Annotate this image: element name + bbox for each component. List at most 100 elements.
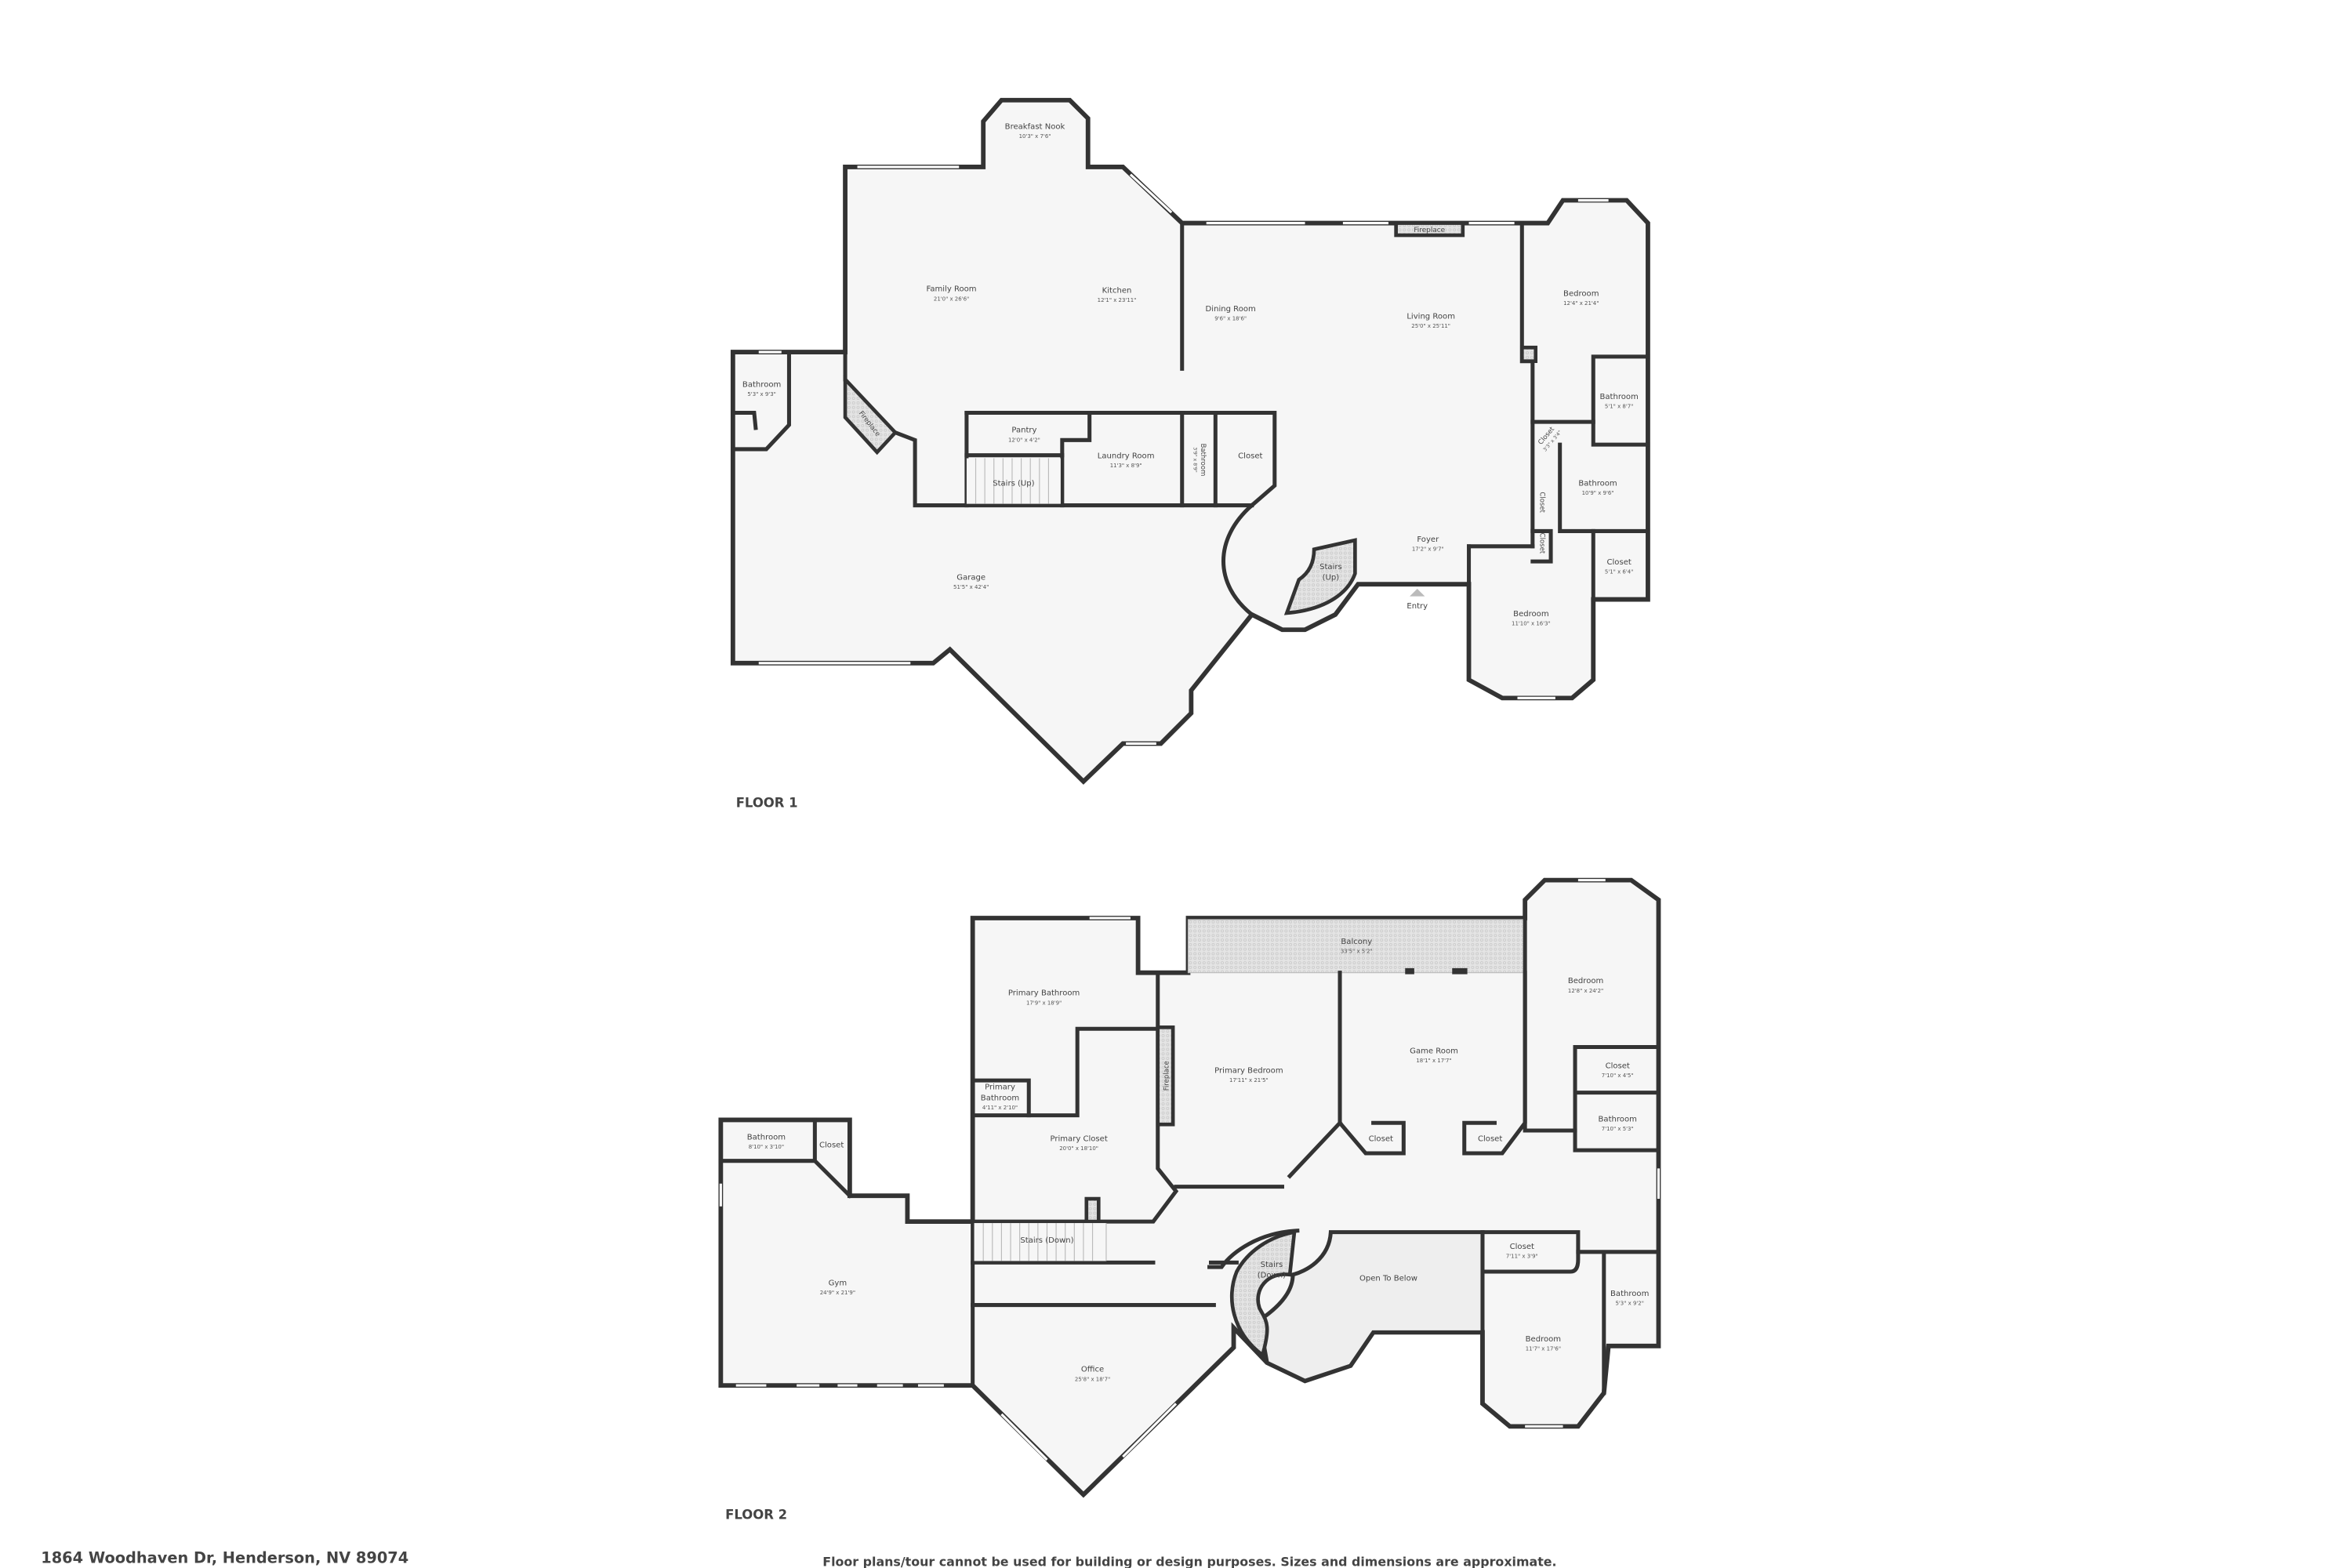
room-dims: 5'1" x 6'4" bbox=[1605, 569, 1633, 575]
room-dims: 12'0" x 4'2" bbox=[1008, 437, 1040, 443]
room-name: Foyer bbox=[1417, 535, 1439, 544]
room-name: Bathroom bbox=[1610, 1290, 1649, 1298]
room-name: Closet bbox=[1510, 1243, 1534, 1251]
fireplace-label: Fireplace bbox=[1163, 1061, 1171, 1091]
room-dims: 17'2" x 9'7" bbox=[1412, 546, 1444, 553]
room-dims: 11'10" x 16'3" bbox=[1512, 620, 1551, 626]
room-dims: 12'4" x 21'4" bbox=[1563, 300, 1599, 307]
room-dims: 3'9" x 8'9" bbox=[1192, 447, 1197, 473]
room-dims: 12'8" x 24'2" bbox=[1568, 988, 1603, 994]
room-dims: 17'11" x 21'5" bbox=[1229, 1077, 1269, 1083]
room-name: Primary Bedroom bbox=[1214, 1066, 1283, 1075]
windows bbox=[758, 165, 1609, 745]
room-dims: 8'10" x 3'10" bbox=[749, 1144, 784, 1150]
room-name: Bedroom bbox=[1513, 610, 1548, 619]
room-name: Closet bbox=[1538, 492, 1546, 513]
room-name: Closet bbox=[1478, 1135, 1502, 1144]
fireplace-family-hatch bbox=[843, 375, 898, 456]
room-name: Stairs bbox=[1319, 563, 1342, 572]
room-dims: 9'6" x 18'6" bbox=[1214, 315, 1247, 321]
room-name: Game Room bbox=[1410, 1047, 1458, 1055]
balcony-hatch bbox=[1187, 919, 1524, 974]
room-name: Closet bbox=[1538, 533, 1546, 554]
floor-1-label: FLOOR 1 bbox=[736, 796, 798, 811]
room-name: Bathroom bbox=[747, 1134, 786, 1142]
windows bbox=[719, 879, 1661, 1461]
room-dims: 21'0" x 26'6" bbox=[934, 296, 969, 302]
room-dims: 5'1" x 8'7" bbox=[1605, 404, 1633, 410]
room-dims: 25'0" x 25'11" bbox=[1411, 323, 1450, 329]
room-name: Bathroom bbox=[1599, 393, 1638, 401]
room-name: Open To Below bbox=[1359, 1275, 1417, 1283]
floor-2-label: FLOOR 2 bbox=[725, 1507, 787, 1522]
room-name: Closet bbox=[1606, 1062, 1630, 1071]
room-name: Office bbox=[1081, 1366, 1104, 1374]
room-name: Stairs bbox=[1261, 1261, 1283, 1269]
room-name: Closet bbox=[1607, 558, 1632, 567]
room-name: Primary Bathroom bbox=[1008, 989, 1080, 998]
entry-label: Entry bbox=[1406, 602, 1428, 611]
room-name: Stairs (Up) bbox=[993, 479, 1034, 488]
room-name: Bathroom bbox=[742, 381, 781, 390]
room-dims: 24'9" x 21'9" bbox=[820, 1290, 855, 1296]
room-dims: 11'7" x 17'6" bbox=[1526, 1346, 1561, 1352]
room-name: Laundry Room bbox=[1098, 452, 1155, 461]
room-name: Closet bbox=[1238, 452, 1262, 461]
room-name: Bathroom bbox=[1199, 444, 1207, 477]
room-name: (Down) bbox=[1258, 1272, 1286, 1280]
room-name: (Up) bbox=[1323, 573, 1340, 582]
entry-icon bbox=[1410, 588, 1425, 597]
room-name: Bathroom bbox=[981, 1094, 1019, 1102]
room-name: Bedroom bbox=[1526, 1335, 1561, 1344]
room-name: Closet bbox=[819, 1141, 844, 1149]
floor-1: Breakfast Nook 10'3" x 7'6" Family Room … bbox=[730, 97, 1650, 811]
room-name: Gym bbox=[829, 1279, 848, 1287]
address: 1864 Woodhaven Dr, Henderson, NV 89074 bbox=[41, 1549, 408, 1567]
room-dims: 4'11" x 2'10" bbox=[982, 1105, 1018, 1111]
room-dims: 17'9" x 18'9" bbox=[1026, 1000, 1062, 1006]
room-name: Breakfast Nook bbox=[1005, 123, 1065, 132]
room-dims: 11'3" x 8'9" bbox=[1110, 463, 1142, 469]
room-name: Primary Closet bbox=[1050, 1135, 1107, 1144]
room-dims: 18'1" x 17'7" bbox=[1416, 1058, 1451, 1064]
disclaimer: Floor plans/tour cannot be used for buil… bbox=[822, 1554, 1556, 1568]
room-dims: 12'1" x 23'11" bbox=[1098, 297, 1137, 303]
stairs-down-treads bbox=[974, 1223, 1107, 1261]
room-dims: 7'10" x 4'5" bbox=[1602, 1073, 1634, 1079]
room-dims: 10'9" x 9'6" bbox=[1582, 490, 1614, 496]
floor-2: Balcony 33'5" x 5'2" Primary Bathroom 17… bbox=[718, 877, 1661, 1522]
room-name: Stairs (Down) bbox=[1020, 1236, 1073, 1245]
floor-1-outline bbox=[730, 97, 1650, 785]
stairs-up-treads bbox=[966, 458, 1061, 504]
fireplace-hatch bbox=[1156, 1025, 1175, 1127]
room-name: Bathroom bbox=[1599, 1115, 1637, 1123]
interior-walls bbox=[731, 221, 1650, 618]
room-name: Primary bbox=[985, 1083, 1015, 1092]
room-name: Family Room bbox=[926, 285, 976, 294]
room-dims: 33'5" x 5'2" bbox=[1341, 949, 1373, 955]
room-dims: 51'5" x 42'4" bbox=[953, 584, 989, 590]
room-dims: 5'3" x 9'3" bbox=[747, 391, 775, 397]
balcony-posts bbox=[1405, 967, 1468, 975]
room-name: Bedroom bbox=[1568, 977, 1603, 985]
room-name: Garage bbox=[956, 573, 985, 582]
room-name: Bathroom bbox=[1578, 479, 1617, 488]
room-name: Kitchen bbox=[1102, 287, 1132, 296]
room-dims: 7'11" x 3'9" bbox=[1506, 1254, 1538, 1260]
chimney-hatch bbox=[1519, 345, 1538, 363]
room-name: Living Room bbox=[1406, 312, 1455, 321]
stairs-down-curved-hatch bbox=[1230, 1229, 1297, 1359]
room-name: Balcony bbox=[1341, 938, 1372, 946]
room-dims: 10'3" x 7'6" bbox=[1019, 133, 1051, 140]
room-name: Closet bbox=[1369, 1135, 1393, 1144]
room-dims: 20'0" x 18'10" bbox=[1059, 1145, 1098, 1152]
room-name: Pantry bbox=[1011, 426, 1036, 435]
room-dims: 25'8" x 18'7" bbox=[1075, 1376, 1110, 1382]
open-to-below bbox=[1257, 1230, 1485, 1384]
fireplace-living-hatch bbox=[1394, 221, 1465, 238]
stairs-up-curved-hatch bbox=[1283, 538, 1357, 615]
room-name: Dining Room bbox=[1206, 305, 1256, 314]
room-name: Bedroom bbox=[1563, 289, 1599, 298]
room-dims: 7'10" x 5'3" bbox=[1602, 1126, 1634, 1132]
